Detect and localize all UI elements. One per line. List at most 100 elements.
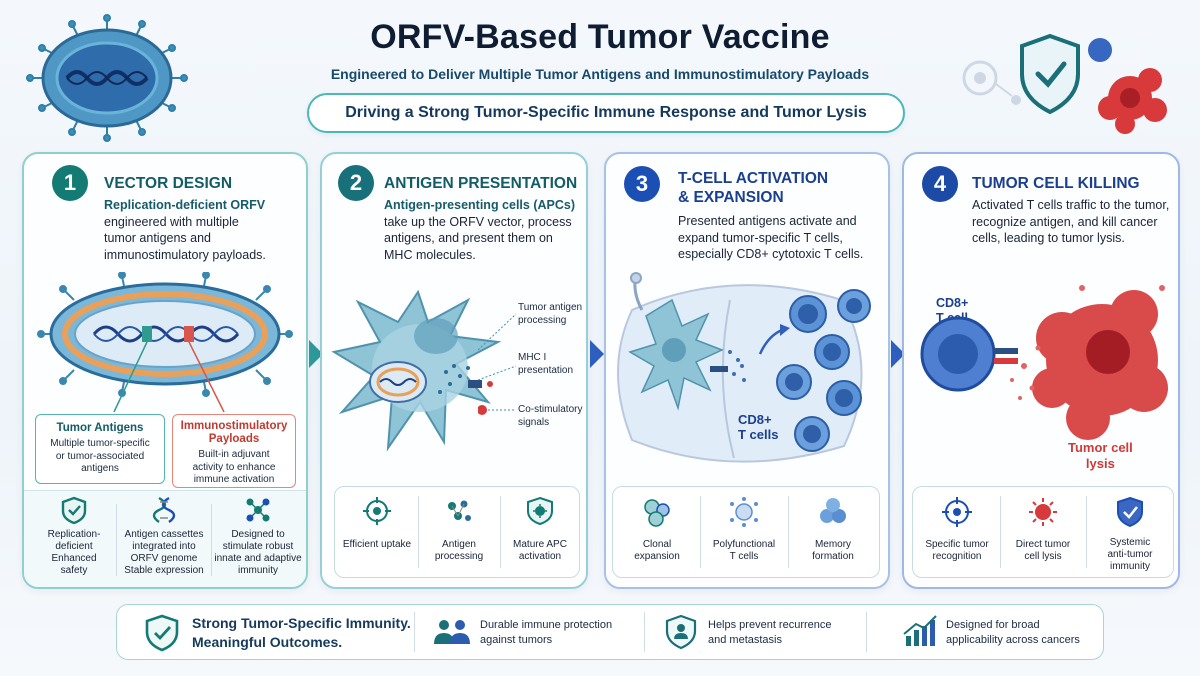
panel-2-desc-highlight: Antigen-presenting cells (APCs) <box>384 198 575 212</box>
feature-line: Replication- <box>47 529 101 540</box>
payloads-title-line: Immunostimulatory <box>180 420 288 432</box>
feature-line: formation <box>812 551 854 562</box>
tcell-icon <box>1088 38 1112 62</box>
callout-lines <box>478 313 517 415</box>
expansion-arrow <box>758 328 783 355</box>
feature-direct-lysis: Direct tumor cell lysis <box>1002 496 1084 563</box>
panel-1-desc-line: immunostimulatory payloads. <box>104 247 266 262</box>
lysis-label-line: lysis <box>1085 456 1115 471</box>
shield-check-icon <box>145 614 179 652</box>
feature-memory-formation: Memory formation <box>790 496 876 563</box>
outcome-line: Helps prevent recurrence <box>708 619 832 631</box>
cd8-tcells-label: CD8+ T cells <box>738 412 778 442</box>
panel-4-desc-line: cells, leading to tumor lysis. <box>972 231 1125 245</box>
callout-line: MHC I <box>518 352 547 363</box>
target-icon <box>363 497 391 525</box>
cd8-label-line: T cells <box>738 427 779 442</box>
panel-2-desc-line: MHC molecules. <box>384 247 476 262</box>
antigen-fragments <box>438 364 470 394</box>
divider <box>644 612 645 652</box>
arrow-right-icon <box>590 340 604 368</box>
divider <box>418 496 419 568</box>
banner-text: Driving a Strong Tumor-Specific Immune R… <box>345 104 867 121</box>
step-number-1: 1 <box>52 165 88 201</box>
feature-specific-recognition: Specific tumor recognition <box>916 496 998 563</box>
tcell-label-line: CD8+ <box>936 296 969 310</box>
feature-line: integrated into <box>132 541 196 552</box>
panel-3-title-line: & EXPANSION <box>678 189 784 206</box>
orfv-vector-diagram <box>37 272 293 412</box>
feature-line: Memory <box>814 539 852 550</box>
feature-line: immunity <box>1109 561 1150 572</box>
feature-line: deficient <box>55 541 93 552</box>
tumor-antigens-line: Multiple tumor-specific <box>50 438 150 449</box>
feature-line: Polyfunctional <box>712 539 776 550</box>
outcome-prevent-recurrence: Helps prevent recurrence and metastasis <box>708 618 832 648</box>
payloads-title-line: Payloads <box>208 433 260 445</box>
payloads-line: Built-in adjuvant <box>198 449 270 460</box>
callout-line: signals <box>518 416 550 428</box>
polyfunctional-icon <box>730 497 758 527</box>
feature-line: cell lysis <box>1024 551 1062 562</box>
callout-line: presentation <box>518 364 574 376</box>
shield-cell-icon <box>527 496 553 526</box>
tumor-killing-diagram <box>920 285 1168 440</box>
feature-clonal-expansion: Clonal expansion <box>616 496 698 563</box>
tumor-nucleus <box>1086 330 1130 374</box>
crosshair-icon <box>942 497 972 527</box>
cd8-tcell-cluster <box>776 289 871 452</box>
outcomes-main-line: Strong Tumor-Specific Immunity. <box>192 615 411 631</box>
divider <box>1000 496 1001 568</box>
tumor-antigens-line: antigens <box>81 463 119 474</box>
virus-illustration <box>26 14 188 142</box>
feature-line: Enhanced <box>51 553 97 564</box>
feature-line: stimulate robust <box>222 541 294 552</box>
tumor-antigens-box: Tumor Antigens Multiple tumor-specific o… <box>35 414 165 484</box>
divider <box>414 612 415 652</box>
feature-line: Mature APC <box>513 539 567 550</box>
panel-4-desc-line: recognize antigen, and kill cancer <box>972 214 1158 229</box>
panel-3-desc-line: Presented antigens activate and <box>678 214 857 228</box>
feature-line: immunity <box>237 565 278 576</box>
divider <box>788 496 789 568</box>
shield-check-icon <box>1117 496 1143 528</box>
callout-line: Co-stimulatory <box>518 404 583 415</box>
panel-3-desc-line: especially CD8+ cytotoxic T cells. <box>678 247 864 261</box>
outcomes-main: Strong Tumor-Specific Immunity. Meaningf… <box>192 614 411 652</box>
outcomes-bar <box>116 604 1104 660</box>
divider <box>1086 496 1087 568</box>
apc-nucleus <box>414 318 458 354</box>
outcome-broad-applicability: Designed for broad applicability across … <box>946 618 1080 648</box>
dna-icon <box>152 496 176 523</box>
outcomes-main-line: Meaningful Outcomes. <box>192 634 343 650</box>
feature-line: activation <box>518 551 562 562</box>
panel-2-desc: Antigen-presenting cells (APCs) take up … <box>384 197 584 263</box>
callout-antigen-processing: Tumor antigen processing <box>518 302 582 327</box>
feature-mature-apc: Mature APC activation <box>502 496 578 563</box>
feature-line: expansion <box>634 551 680 562</box>
feature-antigen-processing: Antigen processing <box>420 496 498 563</box>
cell-cluster-icon <box>644 499 670 527</box>
tumor-antigens-line: or tumor-associated <box>55 450 145 462</box>
panel-4-desc-line: Activated T cells traffic to the tumor, <box>972 198 1170 212</box>
molecules-icon <box>448 500 471 521</box>
network-icon <box>246 498 270 522</box>
payloads-box: Immunostimulatory Payloads Built-in adju… <box>172 414 296 488</box>
outcome-line: Durable immune protection <box>480 619 613 631</box>
tcr-contact <box>710 366 728 372</box>
panel-3-title: T-CELL ACTIVATION & EXPANSION <box>678 169 828 207</box>
panel-4-title: TUMOR CELL KILLING <box>972 175 1140 192</box>
panel-2-desc-line: take up the ORFV vector, process <box>384 214 572 229</box>
panel-2-desc-line: antigens, and present them on <box>384 231 553 245</box>
panel-4-desc: Activated T cells traffic to the tumor, … <box>972 197 1178 247</box>
feature-line: processing <box>434 551 484 562</box>
panel-3-desc: Presented antigens activate and expand t… <box>678 213 884 263</box>
lysis-fragments <box>1010 285 1165 400</box>
divider <box>700 496 701 568</box>
panel-3-title-line: T-CELL ACTIVATION <box>678 170 829 187</box>
tcell-expansion-diagram <box>617 272 871 463</box>
burst-icon <box>1029 498 1057 526</box>
page-title: ORFV-Based Tumor Vaccine <box>370 18 830 56</box>
banner: Driving a Strong Tumor-Specific Immune R… <box>307 93 905 133</box>
panel-1-title: VECTOR DESIGN <box>104 175 233 192</box>
